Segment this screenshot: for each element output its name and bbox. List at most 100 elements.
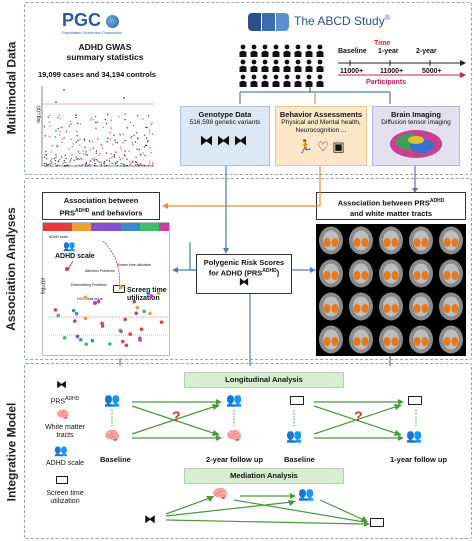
long-right-adhd-icon-a: 👥 (286, 428, 303, 443)
manhattan-point (145, 126, 147, 128)
manhattan-point (90, 117, 93, 119)
mediation-brain-icon: 🧠 (212, 486, 229, 501)
manhattan-point (98, 154, 100, 157)
long-right-laptop-icon-b (408, 396, 422, 405)
brain-slice (379, 259, 403, 288)
manhattan-point (144, 154, 146, 157)
brain-slice (409, 325, 433, 354)
manhattan-point (77, 139, 79, 142)
manhattan-point (57, 160, 59, 163)
manhattan-point (64, 161, 66, 164)
manhattan-point (130, 135, 133, 138)
manhattan-point (79, 157, 82, 160)
manhattan-point (71, 145, 73, 148)
manhattan-point (115, 162, 117, 164)
manhattan-point (88, 139, 91, 142)
manhattan-point (112, 143, 114, 146)
manhattan-point (93, 164, 96, 166)
manhattan-point (151, 122, 153, 124)
manhattan-point (148, 131, 151, 134)
imaging-box: Brain Imaging Diffusion tensor imaging (372, 106, 460, 166)
annot-adhd-scale: ADHD scale (55, 253, 95, 260)
manhattan-point (132, 144, 134, 146)
long-left-brain-icon-b: 🧠 (226, 428, 243, 443)
manhattan-point (55, 165, 58, 167)
manhattan-point (69, 120, 72, 123)
person-icon (283, 44, 291, 57)
manhattan-point (71, 154, 73, 156)
manhattan-point (85, 162, 88, 164)
running-icon: 🏃 (297, 139, 314, 154)
manhattan-point (122, 163, 124, 165)
behavior-association-plot: log₁₀(p) ADHD scale Screen time utilizat… (40, 222, 170, 356)
manhattan-point (76, 134, 79, 137)
assoc-point (132, 299, 137, 304)
manhattan-point (119, 158, 122, 161)
timeline-count-2year: 5000+ (422, 68, 442, 75)
behavior-sub: Physical and Mental health, Neurocogniti… (281, 119, 361, 134)
person-icon (239, 74, 247, 87)
behavior-icons: 🏃 ♡ ▣ (276, 139, 366, 155)
legend-wm-line1: White matter (45, 424, 85, 431)
timeline-count-baseline: 11000+ (340, 68, 364, 75)
person-icon (261, 44, 269, 57)
manhattan-point (121, 162, 123, 165)
long-left-brain-icon-a: 🧠 (104, 428, 121, 443)
manhattan-point (59, 130, 61, 133)
manhattan-point (45, 150, 47, 153)
assoc-point (139, 327, 144, 332)
manhattan-point (43, 156, 46, 158)
section-border-integrative (24, 363, 472, 539)
brain-slice (379, 325, 403, 354)
person-icon (239, 59, 247, 72)
manhattan-plot: -log₁₀(p) (36, 82, 156, 170)
timeline-label-2year: 2-year (416, 48, 437, 55)
manhattan-point (132, 124, 135, 127)
manhattan-point (134, 141, 137, 143)
manhattan-point (64, 165, 66, 167)
brain-slice (319, 292, 343, 321)
assoc-point (79, 337, 83, 342)
manhattan-point (108, 164, 111, 166)
manhattan-point (95, 127, 97, 130)
manhattan-point (48, 121, 51, 123)
annot-note-1: Attention Problems (85, 269, 115, 273)
manhattan-point (78, 164, 81, 166)
manhattan-point (144, 144, 147, 146)
annot-screen-line2: utilization (127, 295, 160, 302)
manhattan-peak-point (123, 97, 125, 99)
longitudinal-question-right: ? (354, 408, 363, 424)
manhattan-point (151, 165, 153, 167)
legend-screen: Screen time utilization (30, 490, 100, 506)
manhattan-point (128, 150, 130, 152)
manhattan-point (128, 160, 131, 163)
manhattan-point (103, 162, 105, 165)
assoc-point (75, 334, 80, 339)
manhattan-point (100, 143, 102, 146)
manhattan-point (142, 152, 144, 154)
manhattan-point (123, 154, 126, 156)
manhattan-point (70, 159, 72, 161)
manhattan-point (97, 138, 99, 140)
legend-prs-dna-icon: ⧓ (56, 379, 67, 391)
manhattan-point (56, 145, 59, 148)
association-arrows (119, 166, 418, 366)
manhattan-point (95, 152, 98, 154)
manhattan-point (111, 162, 114, 165)
manhattan-point (124, 113, 127, 115)
manhattan-point (92, 147, 95, 150)
manhattan-point (88, 163, 91, 166)
section-label-integrative: Integrative Model (4, 402, 18, 501)
manhattan-point (106, 141, 108, 143)
manhattan-point (105, 164, 108, 166)
manhattan-point (85, 153, 87, 155)
genotype-box: Genotype Data 516,598 genetic variants ⧓… (180, 106, 270, 166)
manhattan-point (122, 142, 124, 144)
manhattan-point (50, 165, 52, 167)
brain-slice (409, 259, 433, 288)
assoc-highlight-point (65, 267, 69, 271)
brain-slice (439, 325, 463, 354)
manhattan-point (131, 142, 133, 144)
manhattan-point (53, 157, 55, 160)
brain-slice (319, 259, 343, 288)
